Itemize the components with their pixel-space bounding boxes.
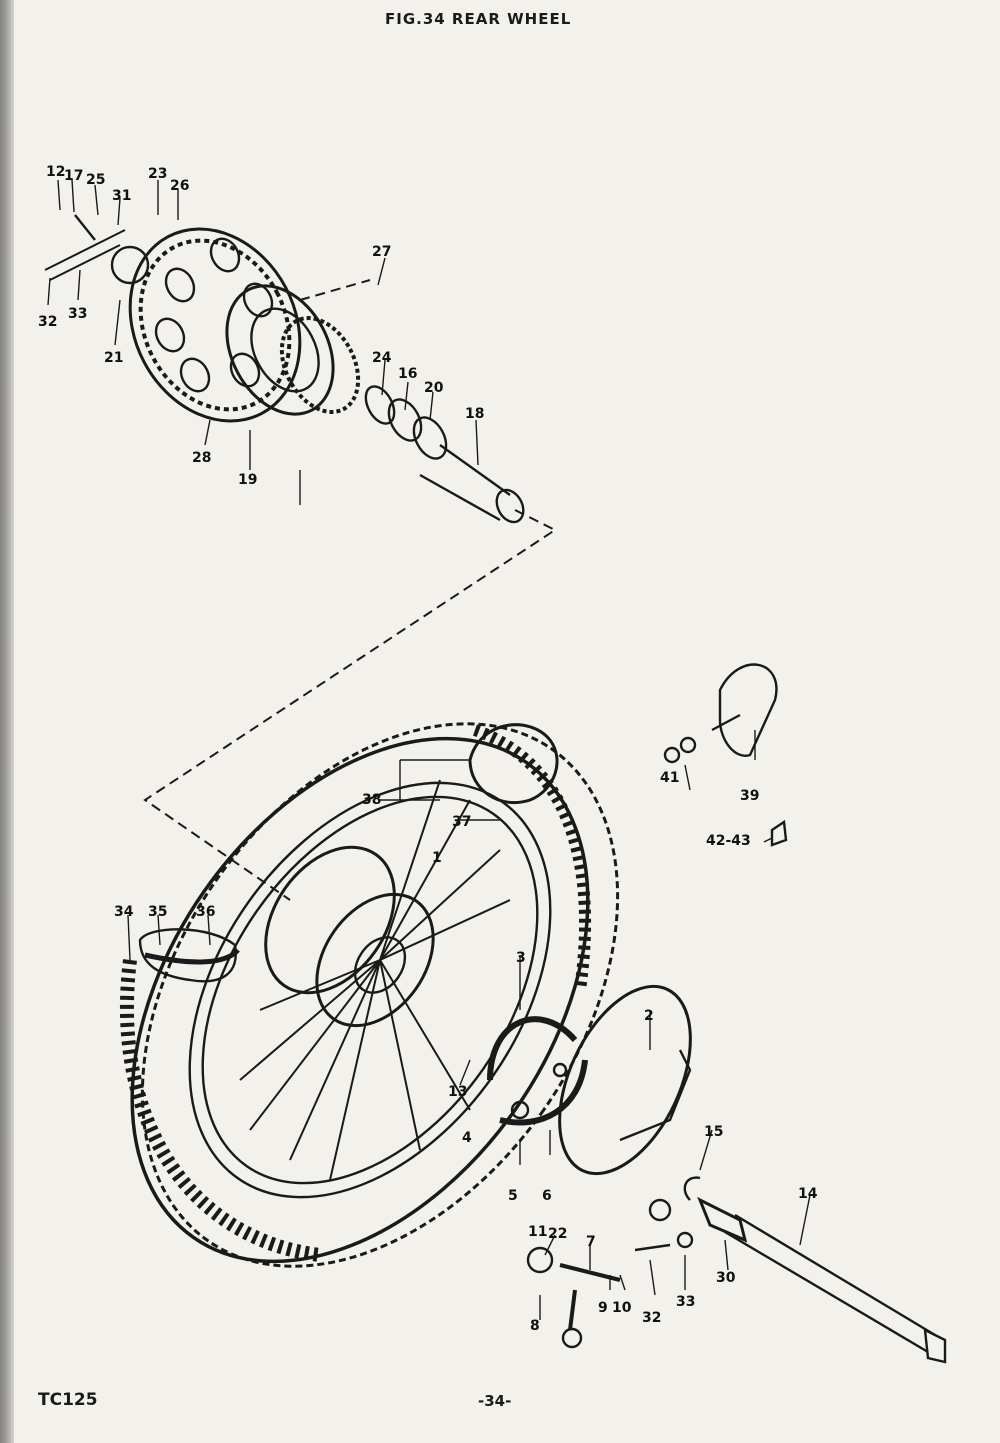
inner-tube xyxy=(138,723,559,983)
callout-3-upper: 3 xyxy=(516,950,526,966)
wheel-spokes xyxy=(239,779,511,1181)
sprocket-drum xyxy=(225,284,361,416)
wheel-hub xyxy=(264,845,435,1028)
sprocket-bolts xyxy=(44,214,150,285)
callout-42-43: 42-43 xyxy=(706,833,751,849)
callout-8: 8 xyxy=(530,1318,540,1334)
callout-34: 34 xyxy=(114,904,134,920)
rear-sprocket xyxy=(128,227,302,423)
callout-1: 1 xyxy=(432,850,442,866)
brake-panel xyxy=(558,984,692,1222)
callout-23: 23 xyxy=(148,166,167,182)
callout-32-top: 32 xyxy=(38,314,57,330)
callout-9: 9 xyxy=(598,1300,608,1316)
callout-32-bottom: 32 xyxy=(642,1310,661,1326)
callout-15: 15 xyxy=(704,1124,723,1140)
callout-17: 17 xyxy=(64,168,83,184)
callout-11: 11 xyxy=(528,1224,547,1240)
callout-14: 14 xyxy=(798,1186,818,1202)
callout-36: 36 xyxy=(196,904,215,920)
callout-37: 37 xyxy=(452,814,471,830)
callout-28: 28 xyxy=(192,450,211,466)
callout-33-top: 33 xyxy=(68,306,87,322)
axle-sleeve-and-adjuster xyxy=(634,1176,748,1252)
sprocket-spacer-shaft xyxy=(419,444,525,524)
hub-collar xyxy=(364,385,448,460)
callout-26: 26 xyxy=(170,178,189,194)
page-number: -34- xyxy=(478,1392,512,1410)
callout-12: 12 xyxy=(46,164,65,180)
axle xyxy=(724,1213,947,1364)
callout-39: 39 xyxy=(740,788,759,804)
callout-6: 6 xyxy=(542,1188,552,1204)
callout-7: 7 xyxy=(586,1234,596,1250)
callout-30: 30 xyxy=(716,1270,736,1286)
chain-guard xyxy=(663,663,788,847)
callout-5: 5 xyxy=(508,1188,518,1204)
callout-31: 31 xyxy=(112,188,131,204)
callout-21: 21 xyxy=(104,350,123,366)
scan-shadow-edge xyxy=(0,0,14,1443)
model-code: TC125 xyxy=(38,1390,98,1410)
rim-band xyxy=(144,948,240,965)
callout-20: 20 xyxy=(424,380,444,396)
callout-41: 41 xyxy=(660,770,679,786)
callout-10: 10 xyxy=(612,1300,632,1316)
callout-18: 18 xyxy=(465,406,484,422)
callout-35: 35 xyxy=(148,904,167,920)
callout-19: 19 xyxy=(238,472,257,488)
callout-4: 4 xyxy=(462,1130,472,1146)
callout-2: 2 xyxy=(644,1008,654,1024)
callout-16: 16 xyxy=(398,366,417,382)
callout-24: 24 xyxy=(372,350,392,366)
brake-shoes xyxy=(487,1016,588,1126)
rear-tire xyxy=(119,722,620,1268)
callout-38: 38 xyxy=(362,792,381,808)
callout-33-bottom: 33 xyxy=(676,1294,695,1310)
callout-22: 22 xyxy=(548,1226,567,1242)
callout-27: 27 xyxy=(372,244,391,260)
callout-25: 25 xyxy=(86,172,105,188)
brake-cam-lever xyxy=(526,1246,621,1349)
callout-13: 13 xyxy=(448,1084,467,1100)
figure-title: FIG.34 REAR WHEEL xyxy=(385,10,572,28)
